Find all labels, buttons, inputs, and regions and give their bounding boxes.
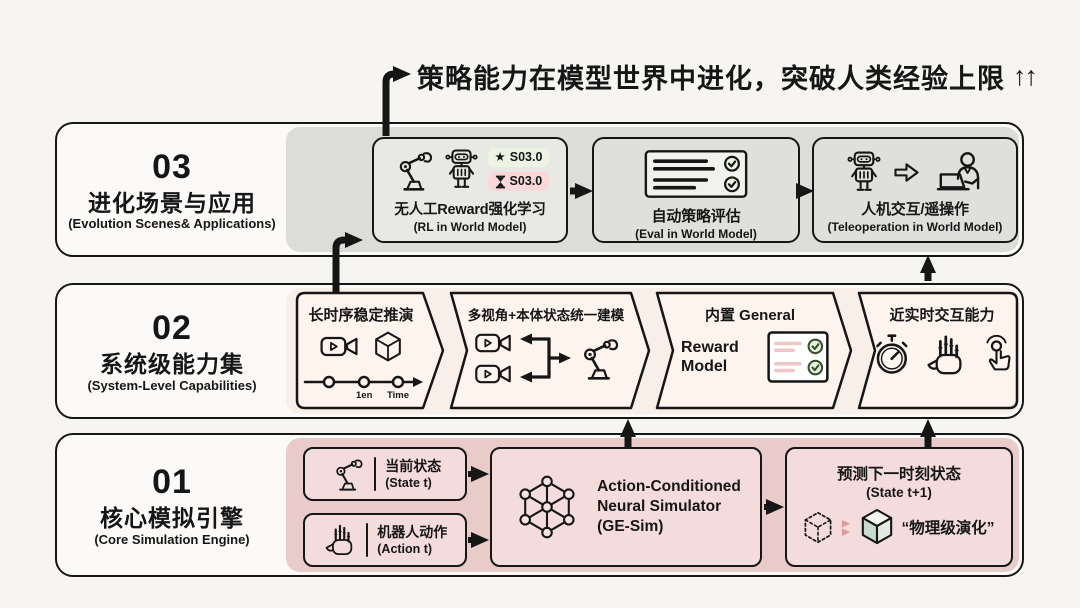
box-subtitle: (State t+1) [866, 485, 932, 500]
double-arrow-icon [840, 518, 853, 537]
reward-model-label: Reward Model [681, 338, 739, 375]
rl-in-world-model-box: ★ S03.0 S03.0 无人工Reward强化学习 (RL in World… [372, 137, 568, 243]
layer-title: 核心模拟引擎 [100, 504, 244, 531]
box-title: 自动策略评估 [651, 208, 741, 225]
box-title: 人机交互/遥操作 [861, 201, 969, 218]
video-camera-icon [475, 362, 511, 386]
layer-title: 系统级能力集 [100, 350, 244, 377]
eval-in-world-model-box: 自动策略评估 (Eval in World Model) [592, 137, 800, 243]
chevron-title: 多视角+本体状态统一建模 [467, 308, 625, 323]
layer-3-label: 03 进化场景与应用 (Evolution Scenes& Applicatio… [59, 147, 285, 231]
headline-text: 策略能力在模型世界中进化，突破人类经验上限 [417, 64, 1005, 94]
chevron-multiview-modeling: 多视角+本体状态统一建模 [449, 291, 651, 410]
box-title: 机器人动作 [377, 524, 448, 541]
timeline-tick-label: 1en [356, 390, 373, 401]
badge-label: S03.0 [509, 150, 543, 164]
layer-1-label: 01 核心模拟引擎 (Core Simulation Engine) [59, 463, 285, 547]
chevron-long-horizon-rollout: 长时序稳定推演 1en Time [295, 291, 445, 410]
person-laptop-icon [932, 150, 984, 194]
divider [373, 457, 377, 491]
layer-number: 01 [152, 462, 192, 501]
layer-subtitle: (System-Level Capabilities) [87, 377, 257, 393]
headline: 策略能力在模型世界中进化，突破人类经验上限 ↑↑ [417, 57, 1038, 96]
stopwatch-icon [873, 333, 911, 377]
badge-label: S03.0 [509, 174, 543, 188]
teleoperation-box: 人机交互/遥操作 (Teleoperation in World Model) [812, 137, 1018, 243]
branch-arrows-icon [520, 333, 571, 383]
version-badge-star: ★ S03.0 [487, 148, 550, 167]
box-subtitle: (Teleoperation in World Model) [827, 220, 1003, 234]
layer-2-label: 02 系统级能力集 (System-Level Capabilities) [59, 309, 285, 393]
chevron-realtime-interaction: 近实时交互能力 [857, 291, 1019, 410]
chevron-title: 长时序稳定推演 [308, 307, 414, 324]
box-subtitle: (State t) [385, 475, 432, 490]
robot-hand-icon [924, 333, 968, 377]
robot-hand-icon [323, 523, 357, 557]
box-subtitle: (RL in World Model) [413, 220, 527, 234]
dashed-cube-icon [803, 511, 833, 544]
physics-evolution-quote: “物理级演化” [901, 520, 995, 537]
layer-subtitle: (Evolution Scenes& Applications) [68, 215, 276, 231]
box-subtitle: (Action t) [377, 541, 433, 556]
robot-icon [445, 148, 478, 191]
chevron-title: 内置 General [704, 307, 796, 324]
checklist-icon [638, 150, 754, 198]
cube-icon [374, 331, 402, 362]
solid-cube-icon [860, 508, 894, 546]
robot-icon [847, 150, 881, 194]
robot-arm-icon [575, 335, 621, 381]
arrow-right-icon [893, 161, 920, 184]
neural-network-icon [511, 471, 583, 543]
box-subtitle: (Eval in World Model) [635, 227, 757, 241]
star-icon: ★ [494, 150, 506, 164]
timeline-tick-label: Time [387, 390, 410, 401]
up-arrows-icon: ↑↑ [1013, 61, 1038, 91]
version-badge-hourglass: S03.0 [487, 172, 550, 191]
robot-arm-icon [329, 457, 365, 491]
layer-3-band: 03 进化场景与应用 (Evolution Scenes& Applicatio… [55, 122, 1024, 257]
layer-1-band: 01 核心模拟引擎 (Core Simulation Engine) 当前状态 … [55, 433, 1024, 577]
simulator-line3: (GE-Sim) [597, 518, 664, 536]
robot-arm-icon [391, 149, 435, 191]
layer-title: 进化场景与应用 [88, 189, 256, 216]
simulator-line1: Action-Conditioned [597, 477, 741, 495]
tap-icon [980, 334, 1015, 377]
layer-number: 03 [152, 147, 192, 186]
divider [365, 523, 369, 557]
action-t-box: 机器人动作 (Action t) [303, 513, 467, 567]
simulator-line2: Neural Simulator [597, 497, 722, 515]
layer-subtitle: (Core Simulation Engine) [94, 531, 250, 547]
box-title: 无人工Reward强化学习 [394, 202, 546, 218]
hourglass-icon [495, 175, 506, 189]
chevron-general-reward-model: 内置 General Reward Model [655, 291, 853, 410]
video-camera-icon [320, 334, 358, 359]
reward-checklist-icon [767, 331, 829, 383]
timeline-icon: 1en Time [301, 374, 427, 404]
box-title: 预测下一时刻状态 [836, 466, 961, 483]
layer-number: 02 [152, 308, 192, 347]
box-title: 当前状态 [385, 458, 442, 475]
neural-simulator-box: Action-Conditioned Neural Simulator (GE-… [490, 447, 762, 567]
next-state-box: 预测下一时刻状态 (State t+1) “物理级演化” [785, 447, 1013, 567]
layer-2-band: 02 系统级能力集 (System-Level Capabilities) 长时… [55, 283, 1024, 419]
state-t-box: 当前状态 (State t) [303, 447, 467, 501]
video-camera-icon [475, 331, 511, 355]
chevron-title: 近实时交互能力 [889, 307, 995, 324]
